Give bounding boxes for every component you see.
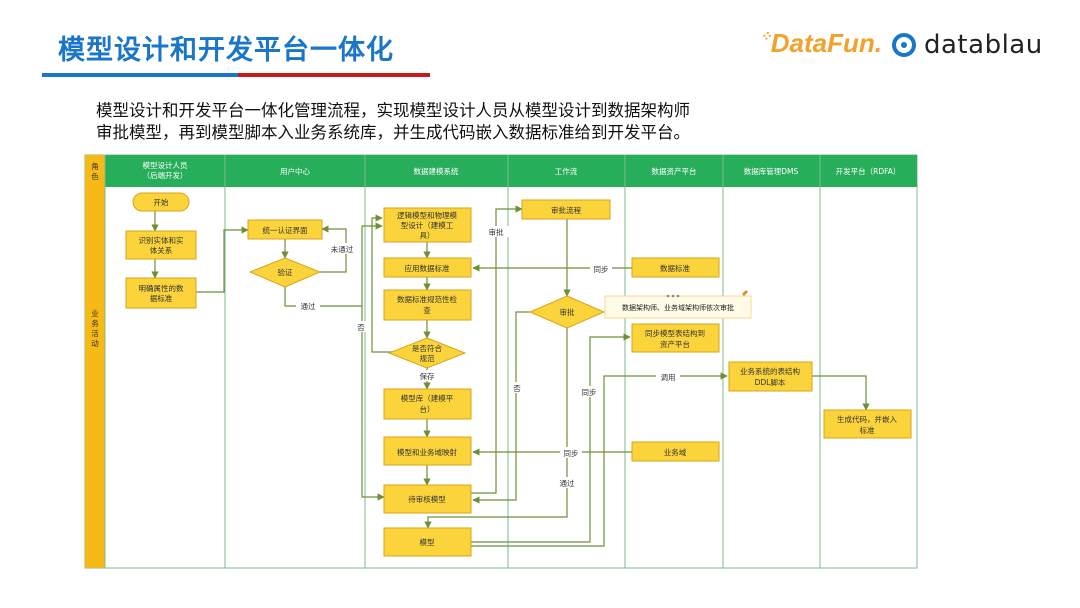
lane-title-workflow: 工作流	[555, 166, 578, 176]
label-save: 保存	[420, 371, 435, 381]
svg-text:应用数据标准: 应用数据标准	[405, 263, 450, 273]
node-logical-physical-design: 逻辑模型和物理模 型设计（建模工 具）	[383, 207, 472, 243]
node-gen-code: 生成代码，并嵌入 标准	[823, 409, 912, 439]
svg-text:体关系: 体关系	[150, 245, 173, 255]
node-identify-entity: 识别实体和实 体关系	[125, 230, 197, 260]
intro-line-2: 审批模型，再到模型脚本入业务系统库，并生成代码嵌入数据标准给到开发平台。	[96, 123, 690, 142]
label-not-passed: 未通过	[331, 244, 354, 254]
edge-compliant-no	[371, 214, 392, 353]
svg-text:数据架构师、业务域架构师依次审批: 数据架构师、业务域架构师依次审批	[622, 303, 734, 312]
svg-text:模型和业务域映射: 模型和业务域映射	[397, 447, 457, 457]
intro-text: 模型设计和开发平台一体化管理流程，实现模型设计人员从模型设计到数据架构师 审批模…	[96, 100, 690, 144]
svg-text:据标准: 据标准	[150, 293, 173, 303]
node-pending-model: 待审核模型	[383, 484, 472, 514]
edge-model-sync-asset	[471, 333, 631, 543]
edge-pending-approvalflow	[471, 205, 523, 494]
svg-text:审批流程: 审批流程	[551, 205, 581, 215]
datafun-logo: ⁘DataFun.	[760, 28, 882, 58]
svg-text:模型库（建模平: 模型库（建模平	[401, 393, 454, 403]
node-start: 开始	[132, 192, 190, 212]
svg-text:资产平台: 资产平台	[660, 339, 690, 349]
svg-text:规范: 规范	[420, 353, 435, 363]
node-data-standard: 数据标准	[631, 257, 720, 278]
datablau-logo-icon	[892, 33, 916, 57]
pencil-icon	[742, 290, 748, 296]
svg-text:数据标准规范性检: 数据标准规范性检	[397, 294, 457, 304]
label-call: 调用	[661, 373, 676, 382]
node-approval-flow: 审批流程	[521, 199, 611, 220]
svg-text:验证: 验证	[278, 267, 293, 277]
svg-text:同步模型表结构到: 同步模型表结构到	[645, 328, 705, 338]
page-title: 模型设计和开发平台一体化	[58, 35, 394, 66]
edge-approval-pass	[424, 328, 568, 529]
role-header-cell	[85, 155, 105, 187]
svg-text:逻辑模型和物理模: 逻辑模型和物理模	[397, 210, 457, 220]
svg-text:业务域: 业务域	[664, 447, 687, 457]
lane-separators	[104, 155, 821, 568]
node-ddl-script: 业务系统的表结构 DDL脚本	[728, 361, 813, 392]
role-activity-char-3: 活	[91, 328, 99, 338]
approval-callout: 数据架构师、业务域架构师依次审批	[604, 290, 752, 319]
edge-ddl-gencode	[812, 375, 870, 411]
node-spec-check: 数据标准规范性检 查	[383, 289, 472, 321]
node-is-compliant: 是否符合 规范	[387, 337, 467, 369]
svg-text:识别实体和实: 识别实体和实	[139, 235, 184, 245]
lane-title-user-center: 用户中心	[280, 166, 310, 176]
label-sync-3: 同步	[564, 449, 579, 458]
svg-text:DDL脚本: DDL脚本	[755, 377, 786, 387]
label-passed: 通过	[301, 301, 316, 311]
edge-define-auth	[196, 226, 249, 293]
node-model-repo: 模型库（建模平 台）	[383, 388, 472, 420]
svg-text:查: 查	[423, 305, 431, 315]
lane-title-modeler-line2: （后端开发）	[143, 170, 188, 180]
role-activity-cell	[85, 187, 105, 568]
node-define-attributes: 明确属性的数 据标准	[125, 277, 197, 309]
label-approve: 审批	[489, 227, 504, 237]
svg-text:开始: 开始	[154, 197, 169, 207]
svg-text:台）: 台）	[420, 404, 435, 414]
label-sync-1: 同步	[594, 265, 609, 274]
node-verify: 验证	[248, 257, 322, 288]
role-activity-char-1: 业	[91, 308, 99, 318]
lane-title-rdfa: 开发平台（RDFA）	[836, 166, 901, 176]
datablau-logo: datablau	[892, 30, 1043, 60]
node-model: 模型	[383, 527, 472, 557]
svg-text:标准: 标准	[860, 425, 875, 435]
svg-text:数据标准: 数据标准	[660, 263, 690, 273]
node-sync-model-asset: 同步模型表结构到 资产平台	[631, 323, 720, 353]
svg-text:模型: 模型	[420, 537, 435, 547]
svg-text:审批: 审批	[560, 307, 575, 317]
svg-text:明确属性的数: 明确属性的数	[139, 283, 184, 293]
lane-title-asset-platform: 数据资产平台	[652, 166, 697, 176]
node-business-domain: 业务域	[631, 441, 720, 462]
node-approval: 审批	[528, 295, 606, 329]
lane-title-modeler-line1: 模型设计人员	[143, 160, 188, 170]
lane-title-dms: 数据库管理DMS	[744, 166, 799, 176]
lane-header-row	[85, 155, 917, 187]
svg-text:具）: 具）	[420, 231, 435, 240]
edge-approval-no	[472, 311, 530, 504]
label-pass: 通过	[560, 478, 575, 488]
node-model-domain-map: 模型和业务域映射	[383, 436, 472, 466]
intro-line-1: 模型设计和开发平台一体化管理流程，实现模型设计人员从模型设计到数据架构师	[96, 101, 690, 120]
node-apply-standard: 应用数据标准	[383, 257, 472, 278]
svg-text:型设计（建模工: 型设计（建模工	[401, 220, 454, 230]
edge-loop-pending	[361, 306, 385, 501]
role-activity-char-2: 务	[91, 318, 99, 328]
node-unified-auth: 统一认证界面	[247, 219, 323, 240]
label-no-2: 否	[513, 384, 521, 393]
svg-text:是否符合: 是否符合	[412, 343, 442, 353]
title-underline	[42, 73, 430, 77]
label-no-1: 否	[357, 323, 365, 332]
svg-text:生成代码，并嵌入: 生成代码，并嵌入	[837, 414, 897, 424]
svg-text:待审核模型: 待审核模型	[408, 494, 446, 504]
label-sync-2: 同步	[582, 388, 597, 397]
svg-text:统一认证界面: 统一认证界面	[263, 225, 308, 235]
lane-title-modeling-system: 数据建模系统	[414, 166, 459, 176]
role-header-char-1: 角	[91, 161, 99, 171]
role-activity-char-4: 动	[91, 338, 99, 348]
role-header-char-2: 色	[91, 171, 99, 181]
svg-text:业务系统的表结构: 业务系统的表结构	[740, 366, 800, 376]
